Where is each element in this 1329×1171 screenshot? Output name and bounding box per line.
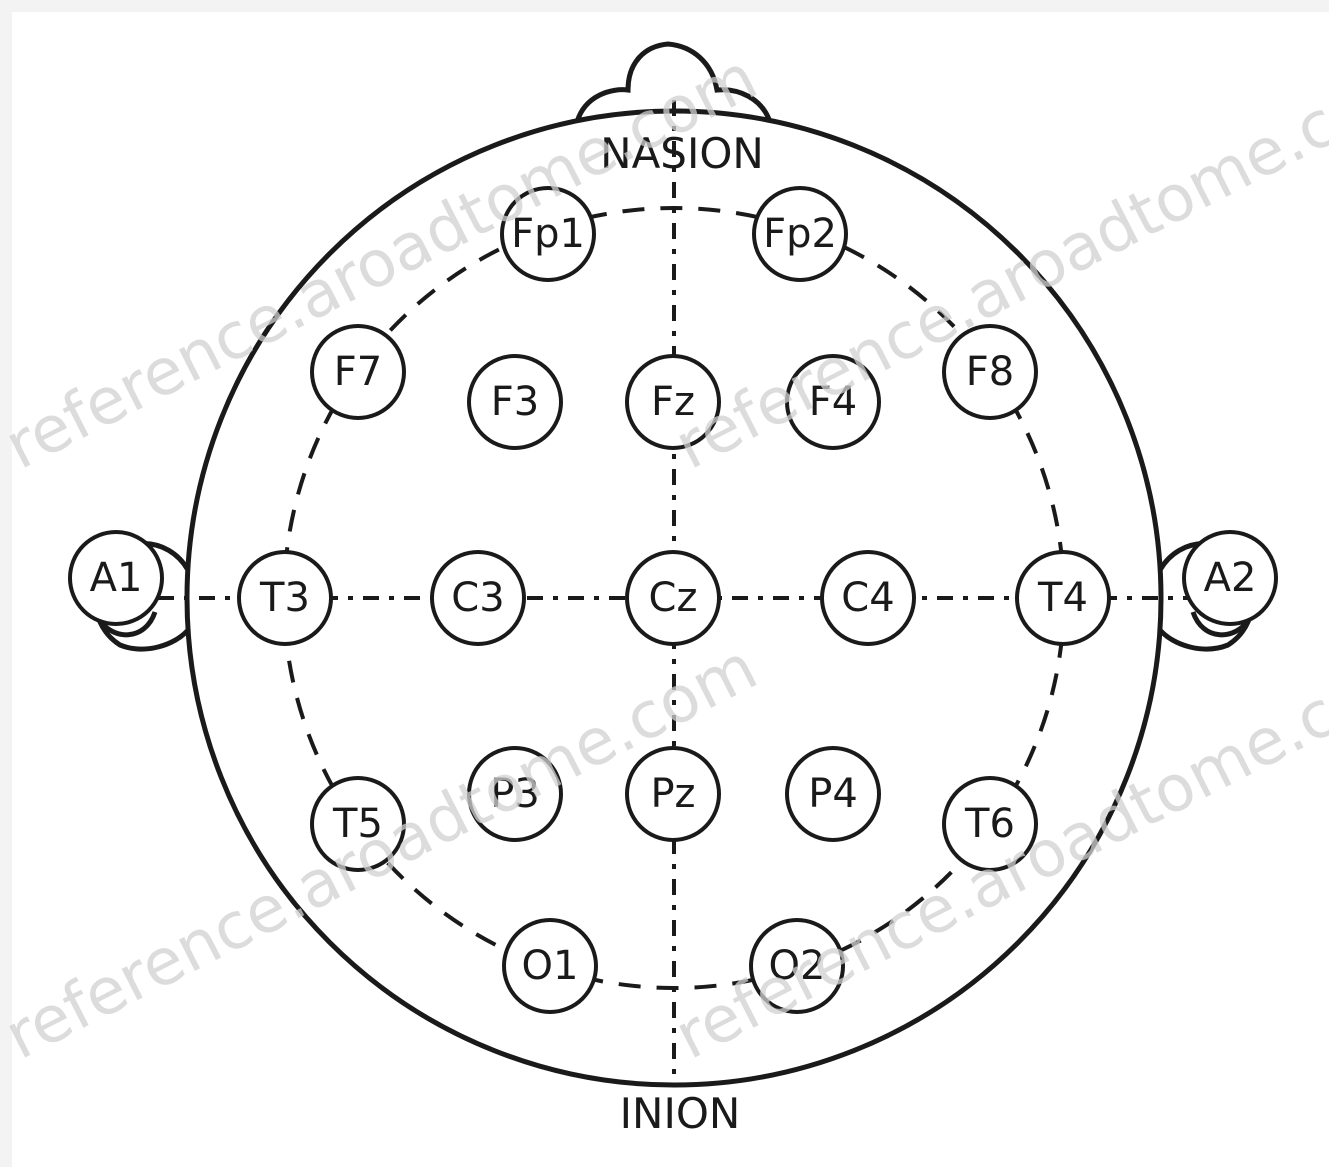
electrode-marker: [310, 776, 406, 872]
electrode-fz: Fz: [625, 354, 721, 450]
electrode-marker: [625, 550, 721, 646]
electrode-label: Fp1: [511, 211, 585, 257]
electrode-marker: [625, 746, 721, 842]
electrode-marker: [752, 186, 848, 282]
electrode-marker: [1015, 550, 1111, 646]
electrode-label: P3: [490, 771, 540, 817]
electrode-label: C4: [841, 575, 894, 621]
electrode-label: F3: [491, 379, 539, 425]
electrode-label: P4: [808, 771, 858, 817]
electrode-label: T5: [332, 801, 383, 847]
electrode-marker: [467, 354, 563, 450]
nose-outline: [574, 41, 773, 123]
electrode-marker: [749, 918, 845, 1014]
electrode-a2: A2: [1182, 530, 1278, 626]
electrode-label: F8: [966, 349, 1014, 395]
electrode-marker: [310, 324, 406, 420]
electrode-marker: [942, 324, 1038, 420]
electrode-marker: [785, 746, 881, 842]
electrode-a1: A1: [68, 530, 164, 626]
electrode-pz: Pz: [625, 746, 721, 842]
electrode-f8: F8: [942, 324, 1038, 420]
electrode-marker: [502, 918, 598, 1014]
electrode-label: F7: [334, 349, 382, 395]
electrode-t4: T4: [1015, 550, 1111, 646]
electrode-marker: [1182, 530, 1278, 626]
electrode-fp1: Fp1: [500, 186, 596, 282]
nasion-label: NASION: [600, 129, 764, 178]
electrode-f4: F4: [785, 354, 881, 450]
electrode-label: C3: [451, 575, 504, 621]
electrode-label: O1: [522, 943, 579, 989]
electrode-marker: [500, 186, 596, 282]
electrode-cz: Cz: [625, 550, 721, 646]
electrode-label: O2: [769, 943, 826, 989]
electrode-marker: [68, 530, 164, 626]
electrode-label: A2: [1204, 555, 1257, 601]
electrode-fp2: Fp2: [752, 186, 848, 282]
inion-label: INION: [620, 1089, 741, 1138]
electrode-label: Pz: [650, 771, 695, 817]
electrode-label: T6: [964, 801, 1015, 847]
electrode-label: Cz: [649, 575, 698, 621]
electrode-p3: P3: [467, 746, 563, 842]
electrode-c3: C3: [430, 550, 526, 646]
electrode-label: T3: [259, 575, 310, 621]
electrode-f3: F3: [467, 354, 563, 450]
electrode-t5: T5: [310, 776, 406, 872]
electrode-f7: F7: [310, 324, 406, 420]
electrode-label: T4: [1037, 575, 1088, 621]
electrode-o2: O2: [749, 918, 845, 1014]
electrode-marker: [820, 550, 916, 646]
electrode-t6: T6: [942, 776, 1038, 872]
electrode-marker: [467, 746, 563, 842]
electrode-label: Fp2: [763, 211, 837, 257]
electrode-marker: [237, 550, 333, 646]
electrode-marker: [942, 776, 1038, 872]
electrode-label: F4: [809, 379, 857, 425]
electrode-o1: O1: [502, 918, 598, 1014]
electrode-marker: [785, 354, 881, 450]
electrode-c4: C4: [820, 550, 916, 646]
electrode-label: A1: [90, 555, 143, 601]
electrode-p4: P4: [785, 746, 881, 842]
electrode-marker: [430, 550, 526, 646]
electrode-t3: T3: [237, 550, 333, 646]
electrode-marker: [625, 354, 721, 450]
electrode-label: Fz: [651, 379, 695, 425]
